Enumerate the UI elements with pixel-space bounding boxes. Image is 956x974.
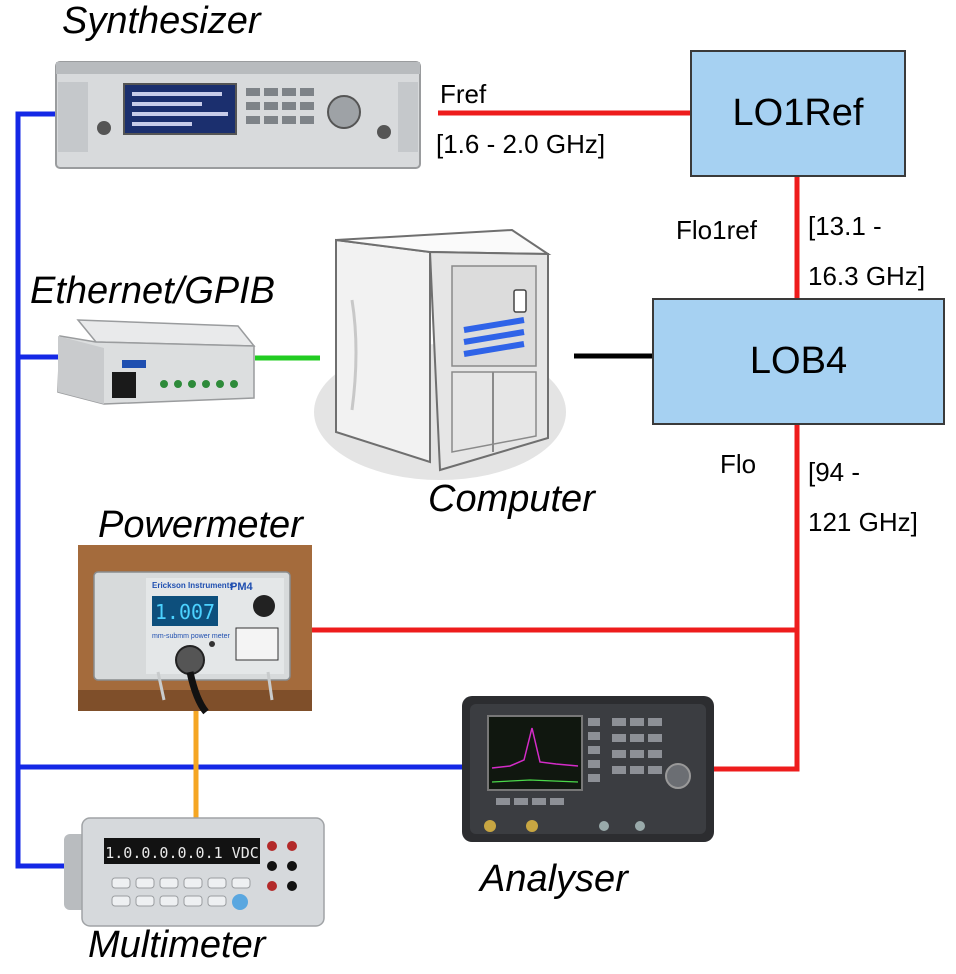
analyser-label: Analyser	[480, 858, 628, 900]
analyser-device	[462, 696, 714, 842]
gpib-bus-line	[15, 111, 80, 869]
synthesizer-device	[55, 61, 421, 169]
flo1ref-name-label: Flo1ref	[676, 215, 757, 245]
flo-name-label: Flo	[720, 449, 757, 479]
flo-range-line2: 121 GHz]	[808, 507, 918, 537]
flo-range-line1: [94 -	[808, 457, 861, 487]
powermeter-display-text: 1.007	[155, 600, 215, 624]
flo-line	[712, 424, 800, 772]
computer-device	[314, 228, 566, 480]
ethernet-gpib-device	[57, 319, 256, 405]
flo1ref-range-line2: 16.3 GHz]	[808, 261, 926, 291]
fref-name-label: Fref	[440, 79, 487, 109]
multimeter-label: Multimeter	[88, 924, 266, 966]
ethernet-gpib-label: Ethernet/GPIB	[30, 270, 276, 312]
synthesizer-label: Synthesizer	[62, 0, 261, 42]
computer-label: Computer	[428, 478, 595, 520]
powermeter-caption-text: mm-submm power meter	[152, 633, 230, 640]
lob4-label: LOB4	[749, 340, 848, 382]
multimeter-display-text: 1.0.0.0.0.0.1 VDC	[105, 844, 259, 862]
powermeter-model-text: PM4	[230, 581, 254, 593]
lob4-block: LOB4	[652, 298, 945, 425]
powermeter-brand-text: Erickson Instruments	[152, 581, 234, 590]
multimeter-device: 1.0.0.0.0.0.1 VDC	[64, 817, 325, 927]
fref-range-label: [1.6 - 2.0 GHz]	[436, 129, 606, 159]
connections	[15, 110, 800, 869]
powermeter-device: 1.007 Erickson Instruments PM4 mm-submm …	[78, 545, 312, 715]
flo1ref-range-line1: [13.1 -	[808, 211, 882, 241]
powermeter-label: Powermeter	[98, 504, 303, 546]
lo1ref-block: LO1Ref	[690, 50, 906, 177]
lo1ref-label: LO1Ref	[732, 92, 864, 134]
